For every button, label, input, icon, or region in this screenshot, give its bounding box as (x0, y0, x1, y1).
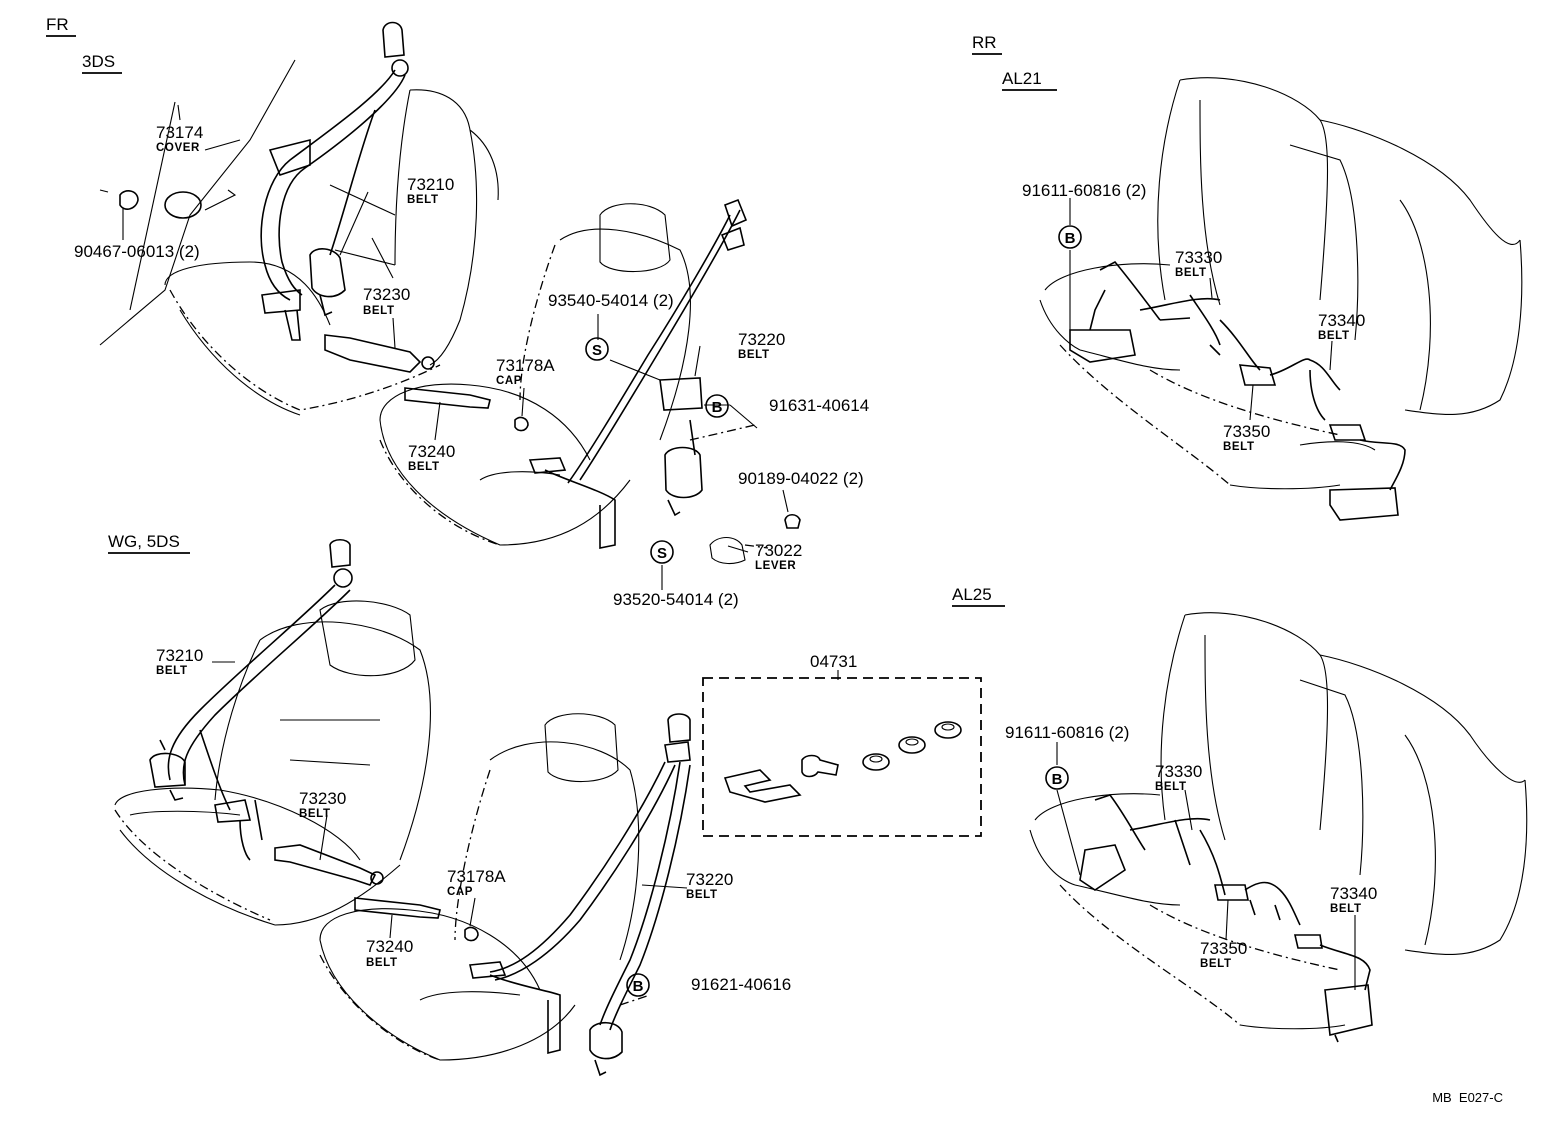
part-73220-number: 73220 (686, 870, 733, 889)
part-73220-name: BELT (738, 349, 770, 361)
marker-b-91631: B (705, 394, 729, 418)
part-73230-number: 73230 (299, 789, 346, 808)
part-73240-name: BELT (408, 461, 440, 473)
seat-al21-illustration (1039, 77, 1523, 521)
part-73240-name: BELT (366, 957, 398, 969)
section-rr-label: RR (972, 33, 997, 52)
part-73220-number: 73220 (738, 330, 785, 349)
part-73210-number: 73210 (407, 175, 454, 194)
marker-b-text: B (712, 399, 723, 416)
part-73220-name: BELT (686, 889, 718, 901)
part-73022-number: 73022 (755, 541, 802, 560)
section-al25-label: AL25 (952, 585, 992, 604)
part-91611-number: 91611-60816 (2) (1005, 723, 1129, 742)
part-73178a-number: 73178A (447, 867, 506, 886)
part-73210-number: 73210 (156, 646, 203, 665)
seat-3ds-left-illustration (99, 21, 499, 416)
part-73330-name: BELT (1175, 267, 1207, 279)
part-73174-name: COVER (156, 142, 200, 154)
section-3ds-label: 3DS (82, 52, 115, 71)
seat-wg5ds-right-illustration (319, 713, 691, 1077)
part-91611-number: 91611-60816 (2) (1022, 181, 1146, 200)
part-91621-number: 91621-40616 (691, 975, 791, 994)
seat-al25-illustration (1029, 612, 1528, 1043)
marker-b-91621: B (626, 973, 650, 997)
part-73350-number: 73350 (1223, 422, 1270, 441)
part-73230-name: BELT (363, 305, 395, 317)
marker-b-al25: B (1045, 766, 1069, 790)
section-al21-label: AL21 (1002, 69, 1042, 88)
part-73340-number: 73340 (1330, 884, 1377, 903)
marker-b-text: B (633, 978, 644, 995)
part-73022-name: LEVER (755, 560, 796, 572)
part-73210-name: BELT (156, 665, 188, 677)
marker-b-al21: B (1058, 225, 1082, 249)
marker-s-93540: S (585, 337, 609, 361)
diagram-code: MB E027-C (1432, 1090, 1503, 1105)
part-93520-number: 93520-54014 (2) (613, 590, 739, 609)
part-73240-number: 73240 (408, 442, 455, 461)
section-wg5ds-label: WG, 5DS (108, 532, 180, 551)
part-73340-number: 73340 (1318, 311, 1365, 330)
part-73330-number: 73330 (1155, 762, 1202, 781)
part-73340-name: BELT (1330, 903, 1362, 915)
section-fr-label: FR (46, 15, 69, 34)
part-73330-number: 73330 (1175, 248, 1222, 267)
part-91631-number: 91631-40614 (769, 396, 869, 415)
seat-wg5ds-left-illustration (114, 538, 431, 926)
part-73350-name: BELT (1200, 958, 1232, 970)
part-73350-name: BELT (1223, 441, 1255, 453)
marker-s-text: S (657, 545, 667, 562)
marker-s-93520: S (650, 540, 674, 564)
marker-s-text: S (592, 342, 602, 359)
part-73178a-number: 73178A (496, 356, 555, 375)
part-73330-name: BELT (1155, 781, 1187, 793)
part-90467-number: 90467-06013 (2) (74, 242, 200, 261)
leader-lines (122, 104, 1356, 990)
part-73350-number: 73350 (1200, 939, 1247, 958)
part-73340-name: BELT (1318, 330, 1350, 342)
part-73210-name: BELT (407, 194, 439, 206)
seat-3ds-right-illustration (379, 198, 801, 565)
part-04731-number: 04731 (810, 652, 857, 671)
part-73178a-name: CAP (496, 375, 522, 387)
part-93540-number: 93540-54014 (2) (548, 291, 674, 310)
part-73230-name: BELT (299, 808, 331, 820)
marker-b-text: B (1052, 771, 1063, 788)
part-73230-number: 73230 (363, 285, 410, 304)
part-73240-number: 73240 (366, 937, 413, 956)
marker-b-text: B (1065, 230, 1076, 247)
part-73178a-name: CAP (447, 886, 473, 898)
kit-04731-box (702, 677, 982, 837)
part-73174-number: 73174 (156, 123, 203, 142)
part-90189-number: 90189-04022 (2) (738, 469, 864, 488)
